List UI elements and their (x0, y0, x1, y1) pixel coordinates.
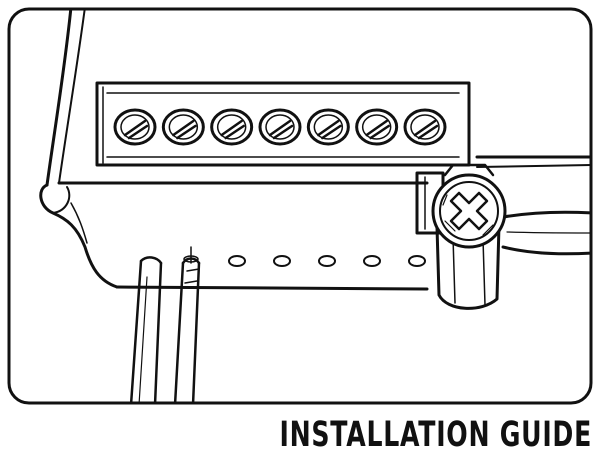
screw-terminal (306, 108, 350, 146)
mounting-bracket (415, 155, 591, 310)
screw-terminal (355, 108, 399, 146)
screw-terminal (113, 108, 157, 146)
pin-hole (318, 255, 336, 267)
illustration-frame (7, 7, 593, 405)
screw-terminal (403, 108, 447, 146)
screw-terminal (210, 108, 254, 146)
module-body (39, 9, 429, 291)
pin-hole (273, 255, 291, 267)
screw-terminals (113, 108, 447, 146)
pin-hole (363, 255, 381, 267)
frame-border (7, 7, 593, 405)
screw-terminal (258, 108, 302, 146)
pin-hole (228, 255, 246, 267)
wires (129, 246, 201, 403)
pin-hole (408, 255, 426, 267)
screw-terminal (161, 108, 205, 146)
guide-title: INSTALLATION GUIDE (279, 415, 592, 455)
pin-holes (228, 255, 426, 267)
module-illustration (7, 7, 593, 405)
terminal-block (95, 81, 471, 167)
